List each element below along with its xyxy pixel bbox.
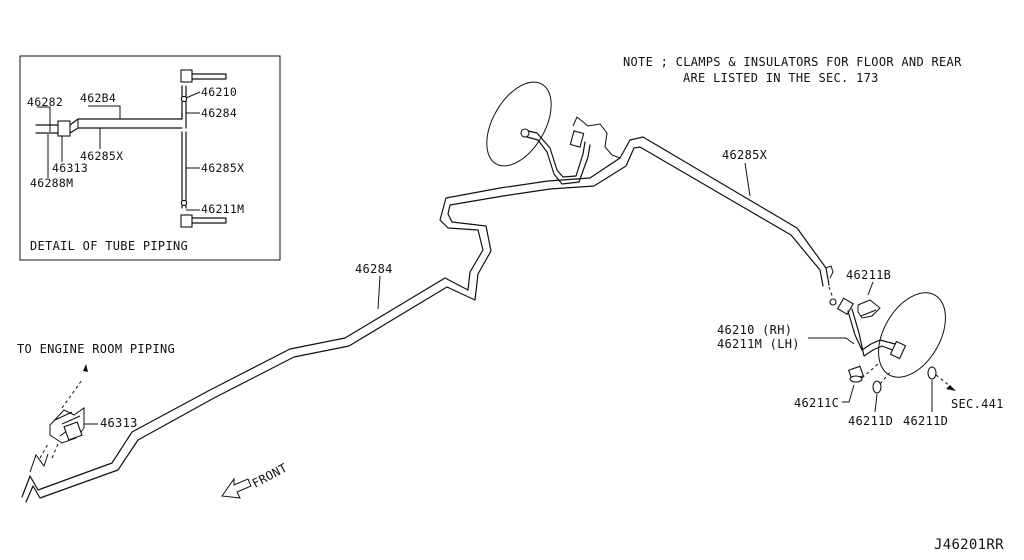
detail-label-46211m: 46211M [201,202,244,216]
left-brake-hose [523,129,591,185]
detail-tube-left [35,124,61,134]
main-tube-line-inner [25,146,824,503]
detail-label-46284-b: 46284 [201,106,237,120]
label-46285x: 46285X [722,148,768,162]
detail-label-46285x-b: 46285X [201,161,244,175]
washer-icon [872,380,882,394]
diagram-id: J46201RR [934,537,1004,553]
detail-connector-46313 [57,120,71,137]
label-46211b: 46211B [846,268,891,282]
main-brake-tube [21,136,830,503]
label-46211d-a: 46211D [848,414,893,428]
label-sec441: SEC.441 [951,397,1004,411]
detail-box: 46282 462B4 46313 46288M 46285X 46210 46… [19,55,281,261]
detail-tube-46284 [69,112,183,134]
detail-hose-upper [191,73,227,80]
label-46210-rh: 46210 (RH) [717,323,792,337]
detail-caption: DETAIL OF TUBE PIPING [30,239,188,253]
detail-riser-up [181,85,187,129]
washer-icon [927,366,937,380]
front-arrow-icon [221,477,252,499]
main-tube-line-outer [21,136,830,498]
detail-label-46285x: 46285X [80,149,123,163]
note-line-1: NOTE ; CLAMPS & INSULATORS FOR FLOOR AND… [623,55,962,69]
label-46211c: 46211C [794,396,839,410]
detail-label-46313: 46313 [52,161,88,175]
brake-disc-icon [486,81,552,167]
clamp-icon [857,299,881,319]
detail-fitting-46211m [180,214,193,228]
detail-hose-lower [191,217,227,224]
right-rear-brake [808,265,956,413]
detail-label-46282: 46282 [27,95,63,109]
right-brake-hose [847,308,899,357]
label-to-engine-room: TO ENGINE ROOM PIPING [17,342,175,356]
detail-hose-joint-lower [180,199,188,207]
note-line-2: ARE LISTED IN THE SEC. 173 [683,71,879,85]
left-bracket [572,116,621,159]
front-label: FRONT [250,461,290,491]
detail-label-46288m: 46288M [30,176,73,190]
left-rear-brake [486,81,621,185]
label-46284: 46284 [355,262,393,276]
detail-fitting-46210 [180,69,193,83]
detail-label-46210: 46210 [201,85,237,99]
bolt-icon [847,365,865,383]
brake-disc-icon [878,292,946,378]
detail-hose-joint-upper [180,95,188,103]
direction-arrow-icon [946,385,956,391]
detail-tube-46285x [181,131,187,209]
label-46211m-lh: 46211M (LH) [717,337,800,351]
front-connector-46313 [29,364,98,473]
detail-frame [19,55,281,261]
label-46211d-b: 46211D [903,414,948,428]
detail-label-46284-a: 462B4 [80,91,116,105]
label-46313: 46313 [100,416,138,430]
direction-arrow-icon [83,364,88,372]
